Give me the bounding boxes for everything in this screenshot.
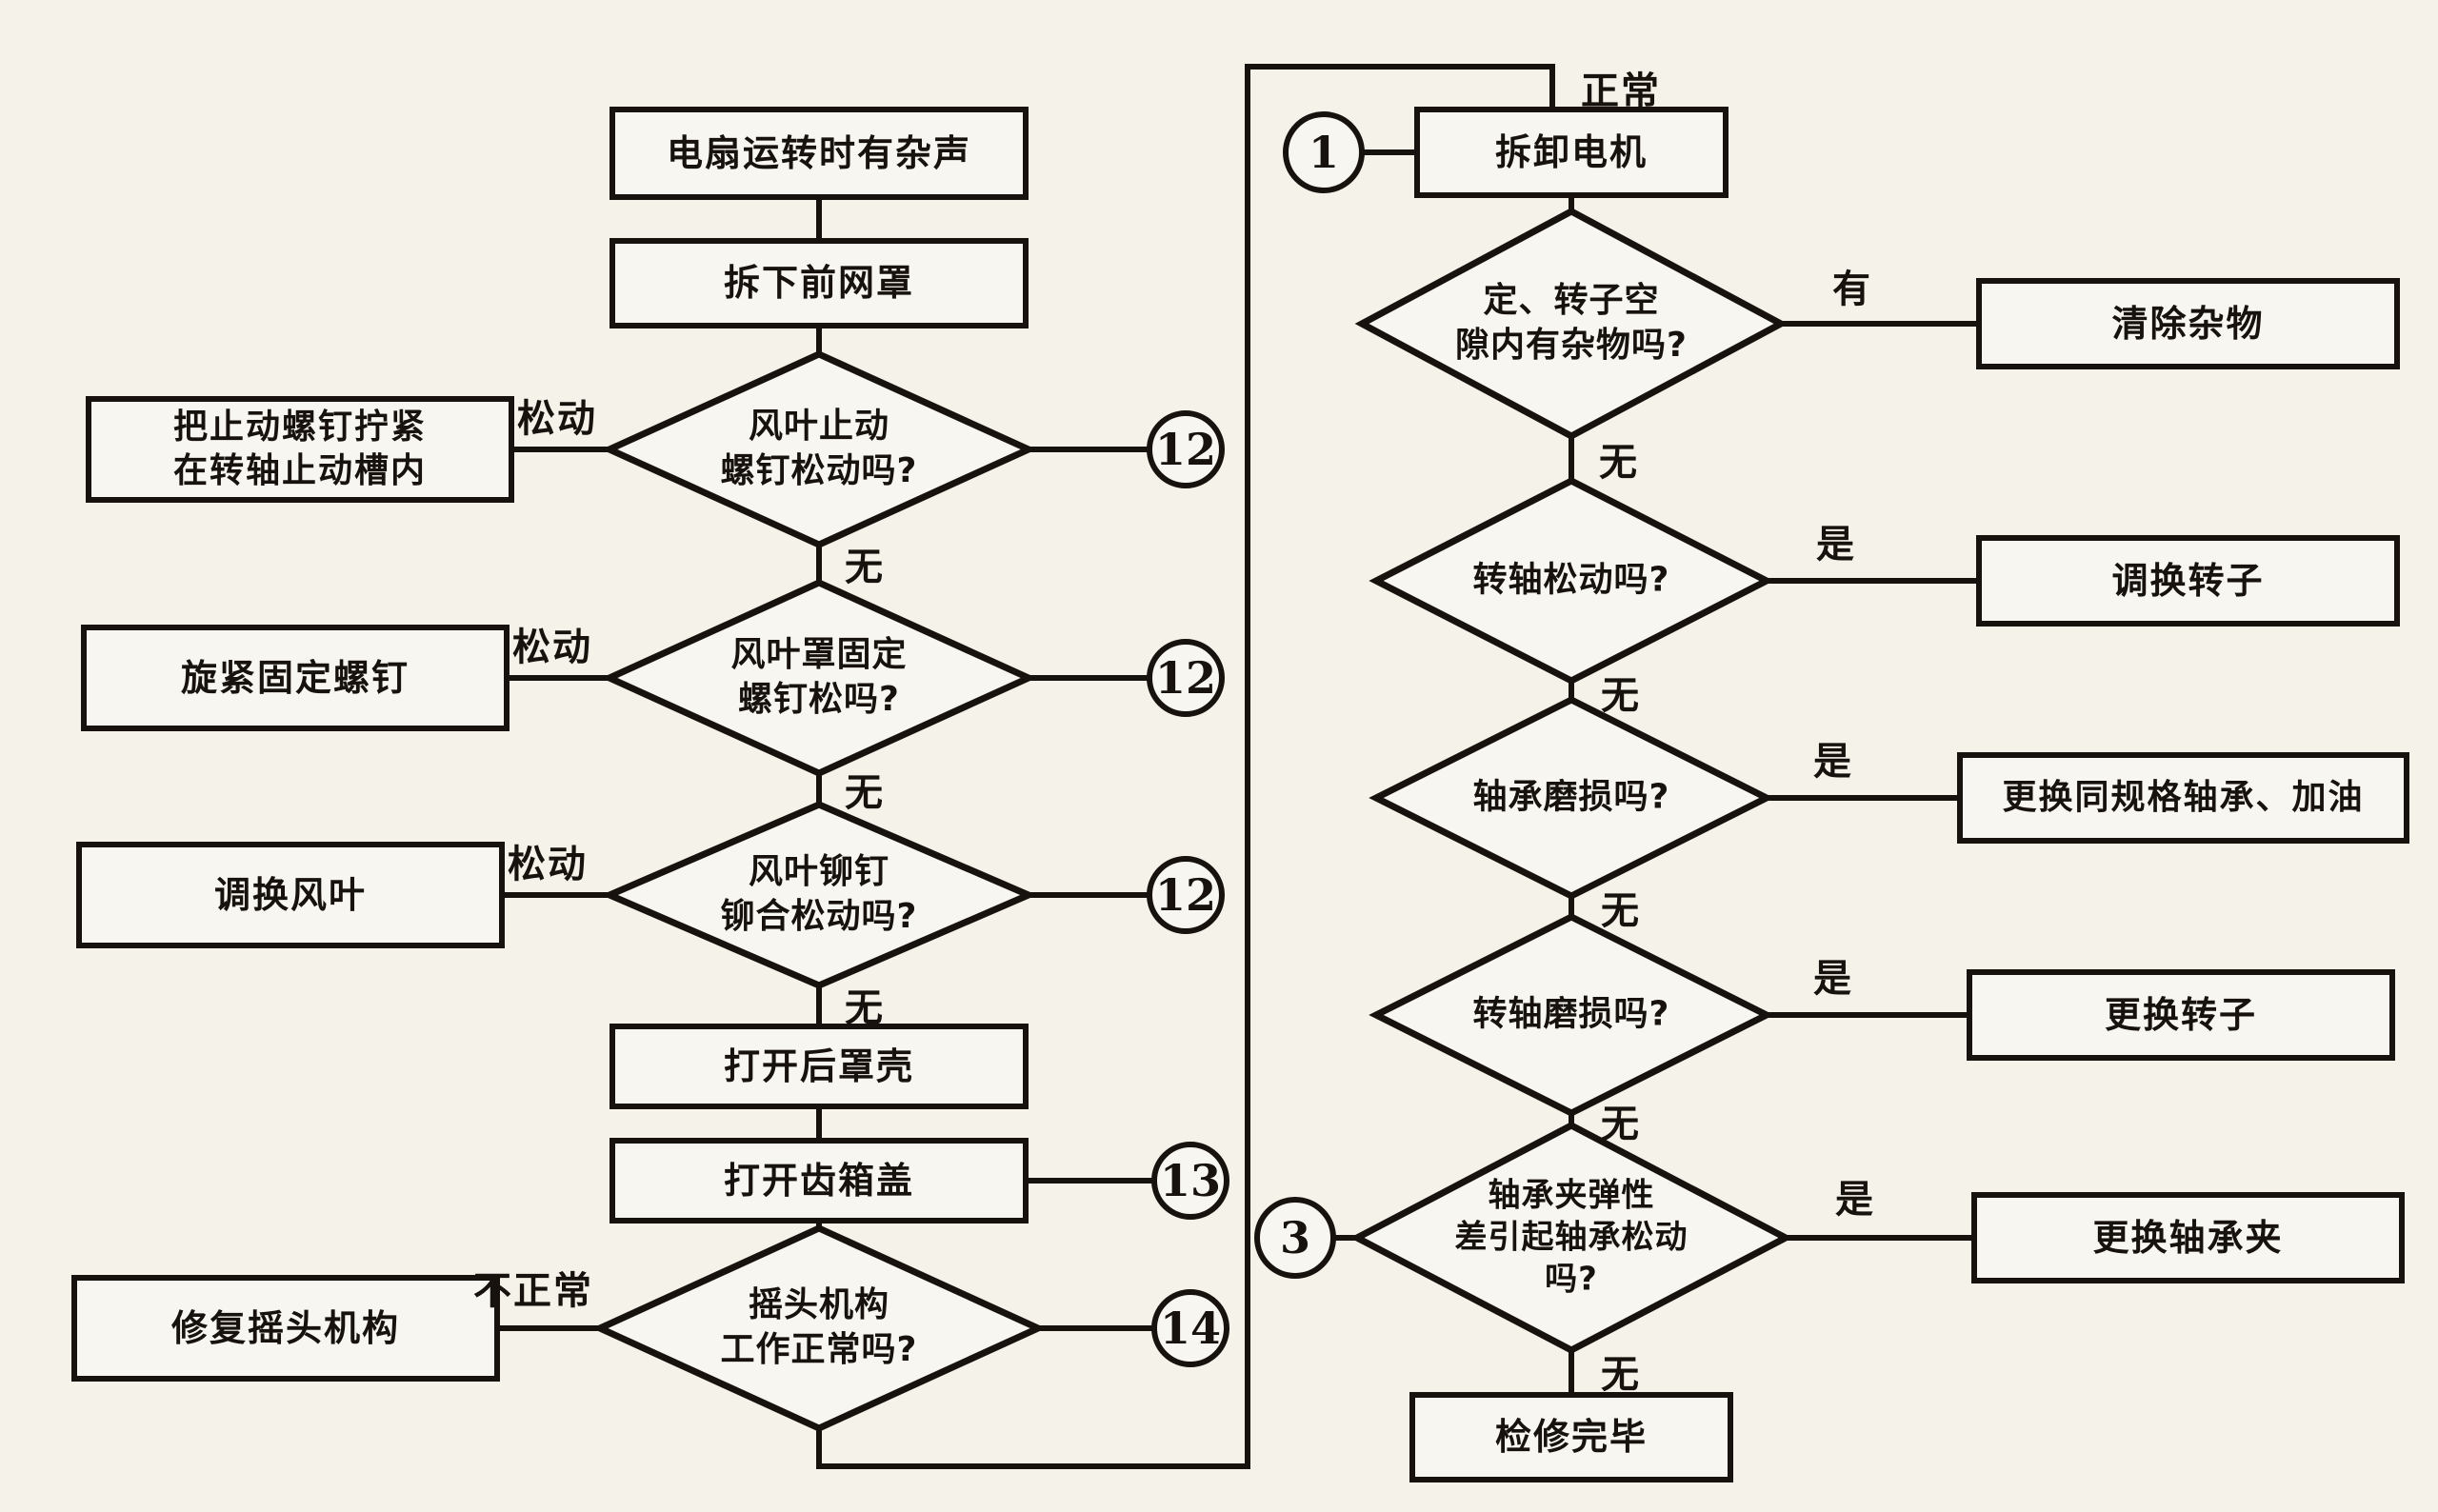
repair-oscillator-box: 修复摇头机构 [71,1275,500,1382]
normal-loop-connector [816,64,1555,1469]
connector-circle-12a [1147,410,1225,488]
connector-circle-14 [1151,1289,1229,1367]
connector-circle-13 [1151,1142,1229,1220]
connector-circles [1147,111,1365,1367]
connector-circle-1 [1283,111,1365,193]
service-done-box: 检修完毕 [1409,1392,1733,1482]
connector-circle-12b [1147,639,1225,717]
decision-gap-debris-diamond [1354,208,1789,440]
connector-circle-3 [1254,1197,1336,1279]
replace-fan-blade-box: 调换风叶 [76,842,505,948]
decision-bearing-worn-diamond [1369,696,1774,900]
replace-rotor2-box: 更换转子 [1967,969,2395,1061]
clear-debris-box: 清除杂物 [1976,278,2400,369]
dismantle-motor-box: 拆卸电机 [1414,107,1729,198]
decision-bearing-clip-diamond [1349,1122,1793,1354]
decision-blade-cover-screw-diamond [601,579,1037,777]
connector-circle-12c [1147,856,1225,934]
decision-blade-stop-screw-diamond [601,350,1037,548]
decision-shaft-loose-diamond [1369,477,1774,685]
remove-front-cover-box: 拆下前网罩 [610,238,1029,328]
decision-diamonds [591,208,1793,1432]
open-rear-cover-box: 打开后罩壳 [610,1024,1029,1109]
replace-rotor-box: 调换转子 [1976,535,2400,627]
decision-shaft-worn-diamond [1369,913,1774,1117]
replace-bearing-clip-box: 更换轴承夹 [1971,1192,2405,1283]
start-box: 电扇运转时有杂声 [610,107,1029,200]
tighten-fixing-screw-box: 旋紧固定螺钉 [81,625,510,731]
replace-bearing-box: 更换同规格轴承、加油 [1957,752,2409,844]
decision-oscillator-diamond [591,1224,1047,1432]
tighten-stop-screw-box: 把止动螺钉拧紧 在转轴止动槽内 [86,396,514,503]
decision-blade-rivet-diamond [601,801,1037,989]
open-gear-cover-box: 打开齿箱盖 [610,1138,1029,1224]
